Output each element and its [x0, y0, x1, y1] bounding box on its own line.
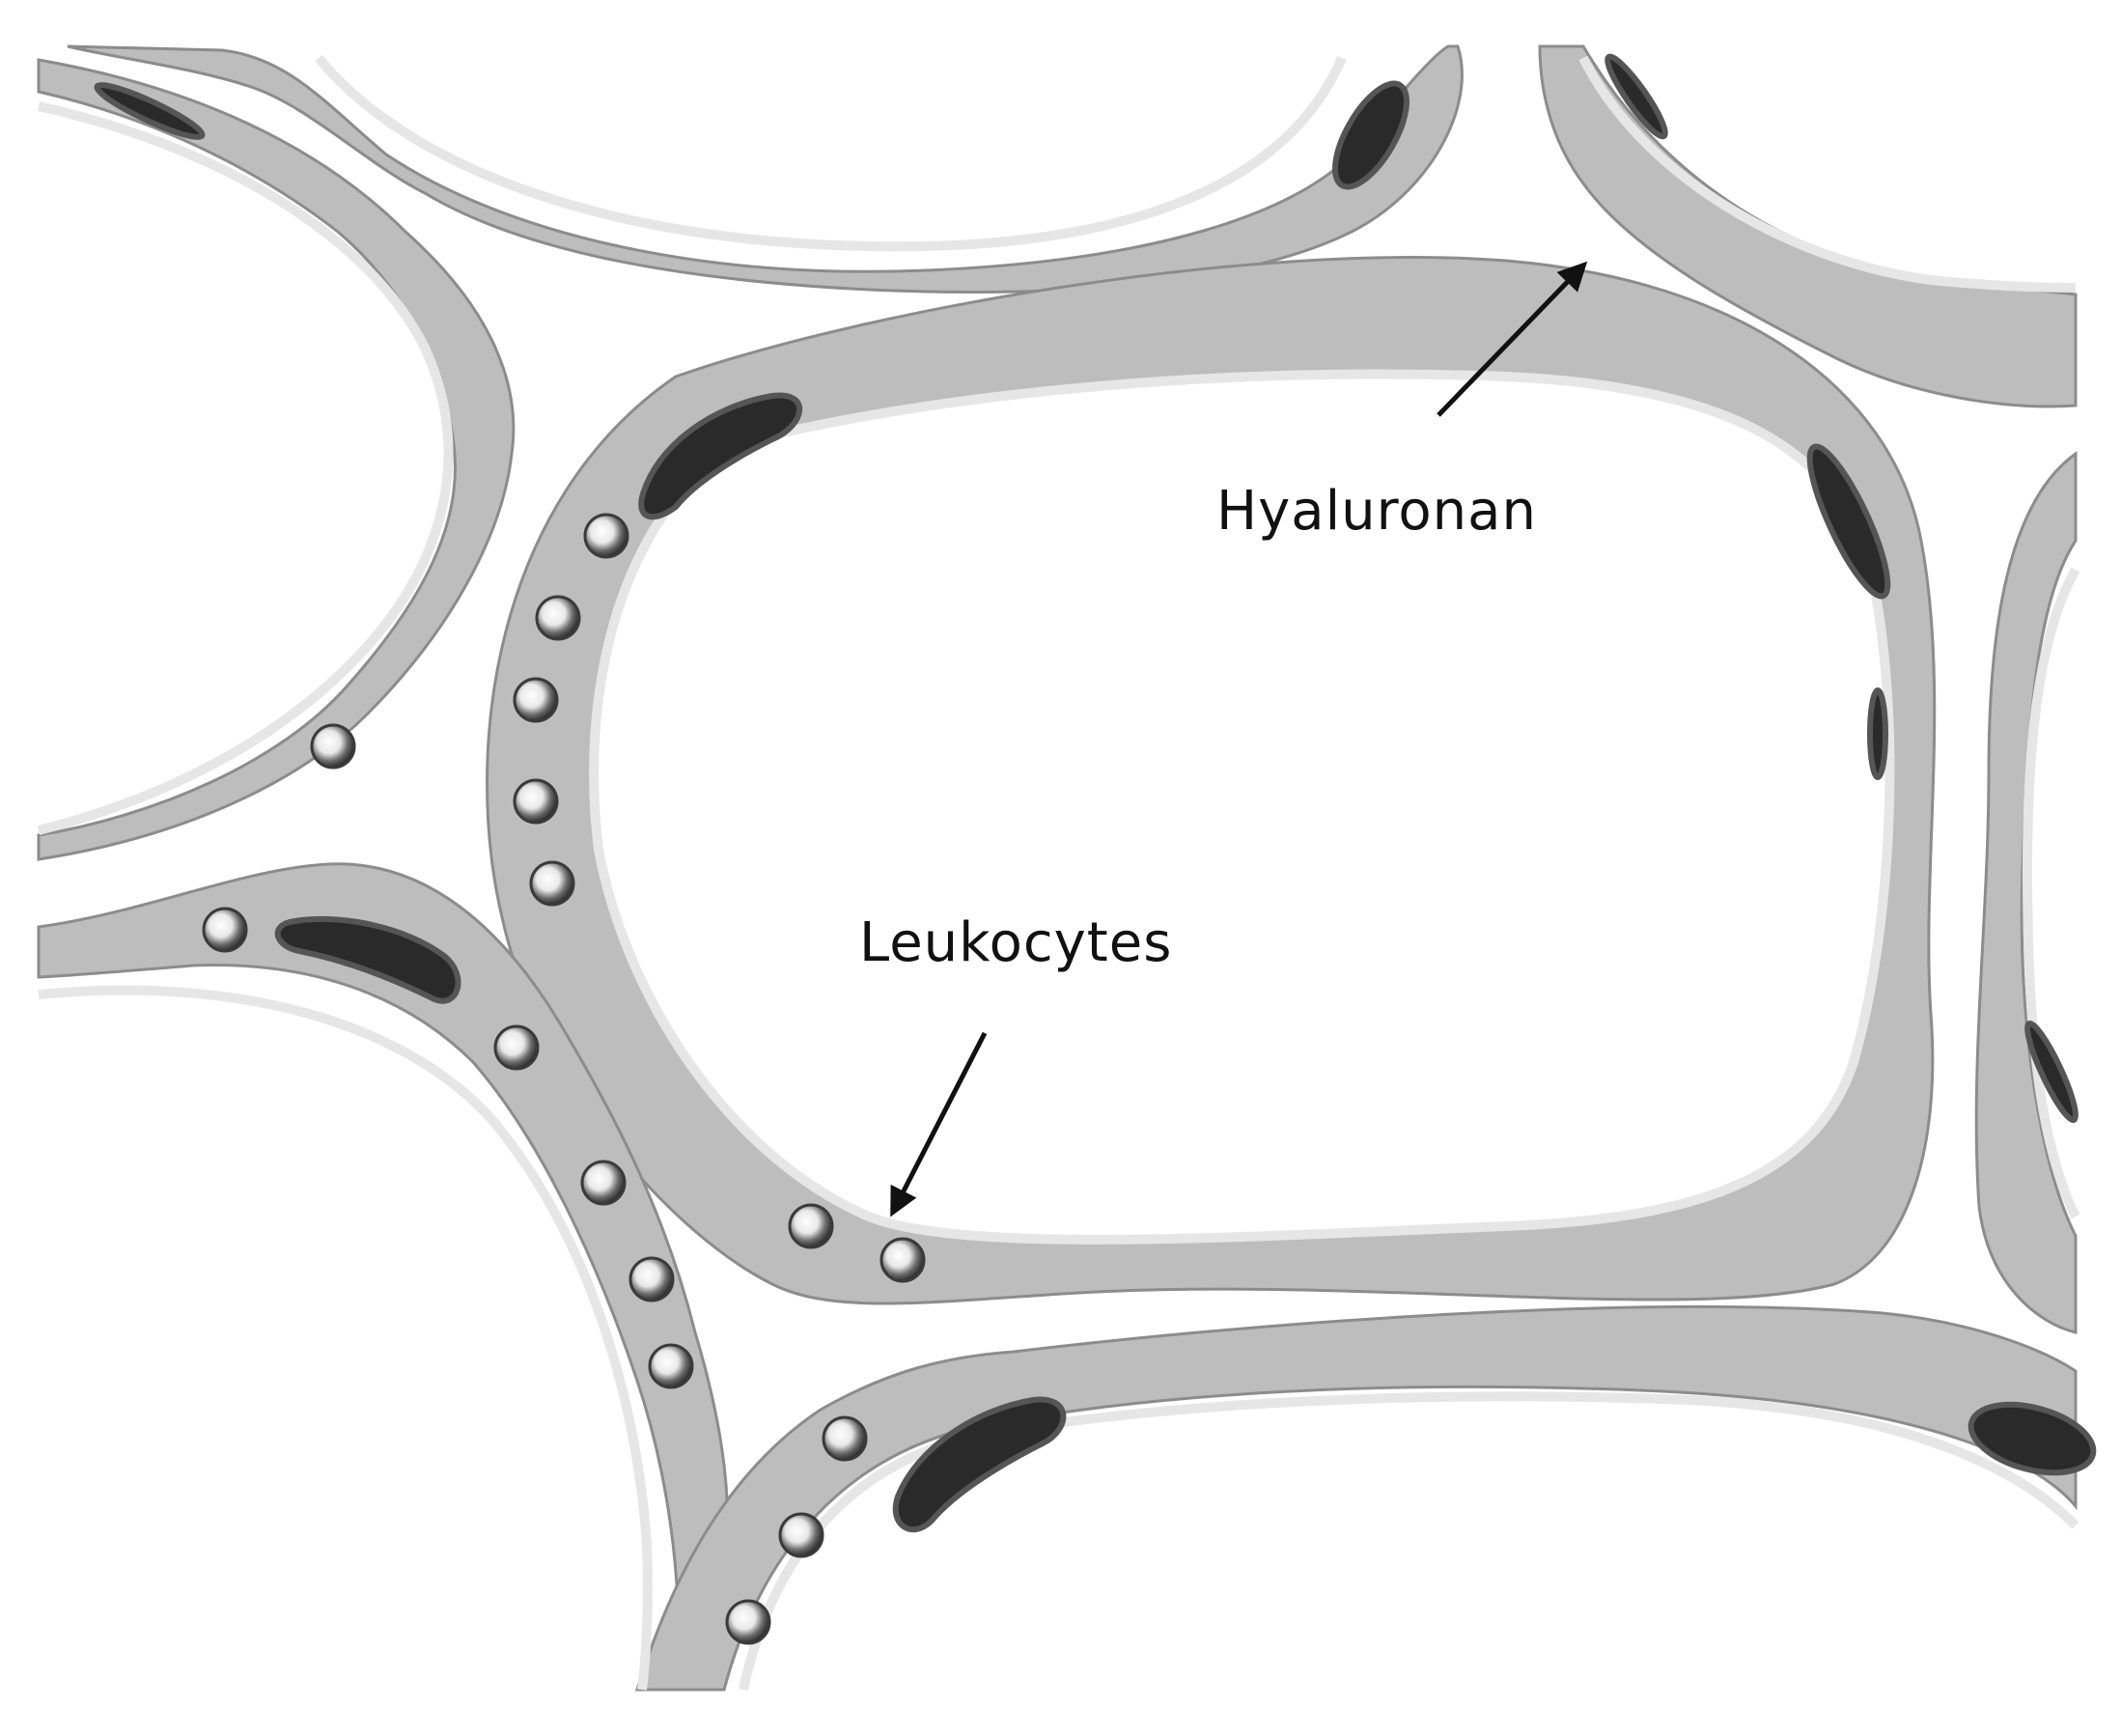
lining-top-right [1578, 55, 2077, 293]
lining-lower-left [38, 985, 653, 1691]
lining-bottom [739, 1391, 2079, 1692]
leukocyte [580, 1160, 627, 1206]
leukocyte [648, 1343, 694, 1389]
annotations: Hyaluronan Leukocytes [859, 261, 1588, 1218]
nucleus-top-left [94, 82, 206, 140]
nucleus-top-far-right [1605, 53, 1668, 140]
nucleus-top-right [1332, 80, 1409, 190]
tissue-band-top-left [37, 58, 516, 861]
lining-top-left [37, 101, 454, 835]
leukocyte [513, 677, 559, 723]
leukocyte [822, 1415, 868, 1462]
leukocyte [583, 513, 629, 559]
leukocytes-label: Leukocytes [859, 911, 1172, 974]
nucleus-central-right-small [1867, 687, 1888, 780]
nucleus-lower-left [274, 915, 461, 1004]
nucleus-central-right [1806, 443, 1891, 600]
tissue-band-bottom [634, 1305, 2078, 1692]
hyaluronan-arrow [1437, 261, 1588, 417]
leukocyte [535, 595, 581, 641]
leukocyte [628, 1256, 675, 1302]
nucleus-right-lower [2024, 1020, 2079, 1124]
cell-nuclei [94, 53, 2097, 1533]
leukocyte [725, 1599, 771, 1645]
leukocyte [310, 723, 356, 770]
tissue-band-top [67, 44, 1464, 294]
leukocyte [788, 1203, 834, 1249]
leukocyte [879, 1237, 926, 1283]
lining-top [315, 54, 1347, 252]
nucleus-bottom-left [892, 1396, 1067, 1533]
hyaluronan-tissue [37, 44, 2078, 1692]
leukocyte [202, 907, 248, 953]
nucleus-bottom-right [1968, 1401, 2097, 1476]
leukocytes-arrow [890, 1031, 988, 1218]
leukocyte [513, 778, 559, 825]
leukocytes [202, 513, 926, 1645]
lining-central [589, 369, 1895, 1245]
leukocyte [493, 1024, 540, 1071]
nucleus-central-left [638, 392, 803, 520]
leukocyte [529, 860, 575, 907]
leukocyte [778, 1512, 824, 1558]
alveolar-lining [37, 54, 2080, 1692]
lining-right [2022, 567, 2080, 1219]
hyaluronan-label: Hyaluronan [1216, 480, 1537, 543]
